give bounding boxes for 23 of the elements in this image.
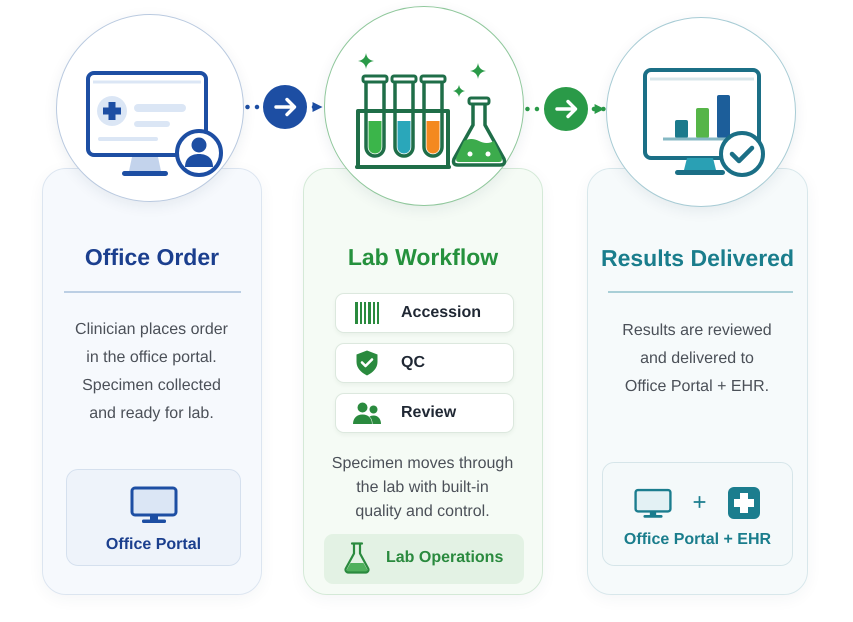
step-label: Lab Operations	[386, 548, 504, 568]
stage-card	[303, 168, 543, 595]
stage-description: Specimen moves through the lab with built-in quality and control.	[332, 454, 514, 522]
step-card	[335, 293, 514, 333]
step-label: Review	[401, 402, 456, 422]
step-card	[335, 343, 514, 383]
arrow-connector	[245, 85, 325, 129]
system-tile	[66, 469, 241, 566]
category-tile	[324, 534, 524, 584]
stage-description: Results are reviewed and delivered to Office Portal + EHR.	[621, 321, 773, 397]
tile-label: Office Portal + EHR	[622, 530, 772, 550]
stage-title: Lab Workflow	[346, 243, 500, 272]
stage-title: Results Delivered	[600, 244, 796, 273]
stage-title: Office Order	[84, 243, 220, 272]
stage-description: Clinician places order in the office portal. Specimen collected and ready for lab.	[74, 320, 229, 424]
step-label: QC	[401, 352, 425, 372]
step-card	[335, 393, 514, 433]
stage-card	[587, 168, 808, 595]
system-tile	[602, 462, 793, 566]
step-label: Accession	[401, 302, 482, 322]
plus-sign: +	[692, 489, 706, 517]
stage-card	[42, 168, 262, 595]
tile-label: Office Portal	[104, 535, 202, 555]
